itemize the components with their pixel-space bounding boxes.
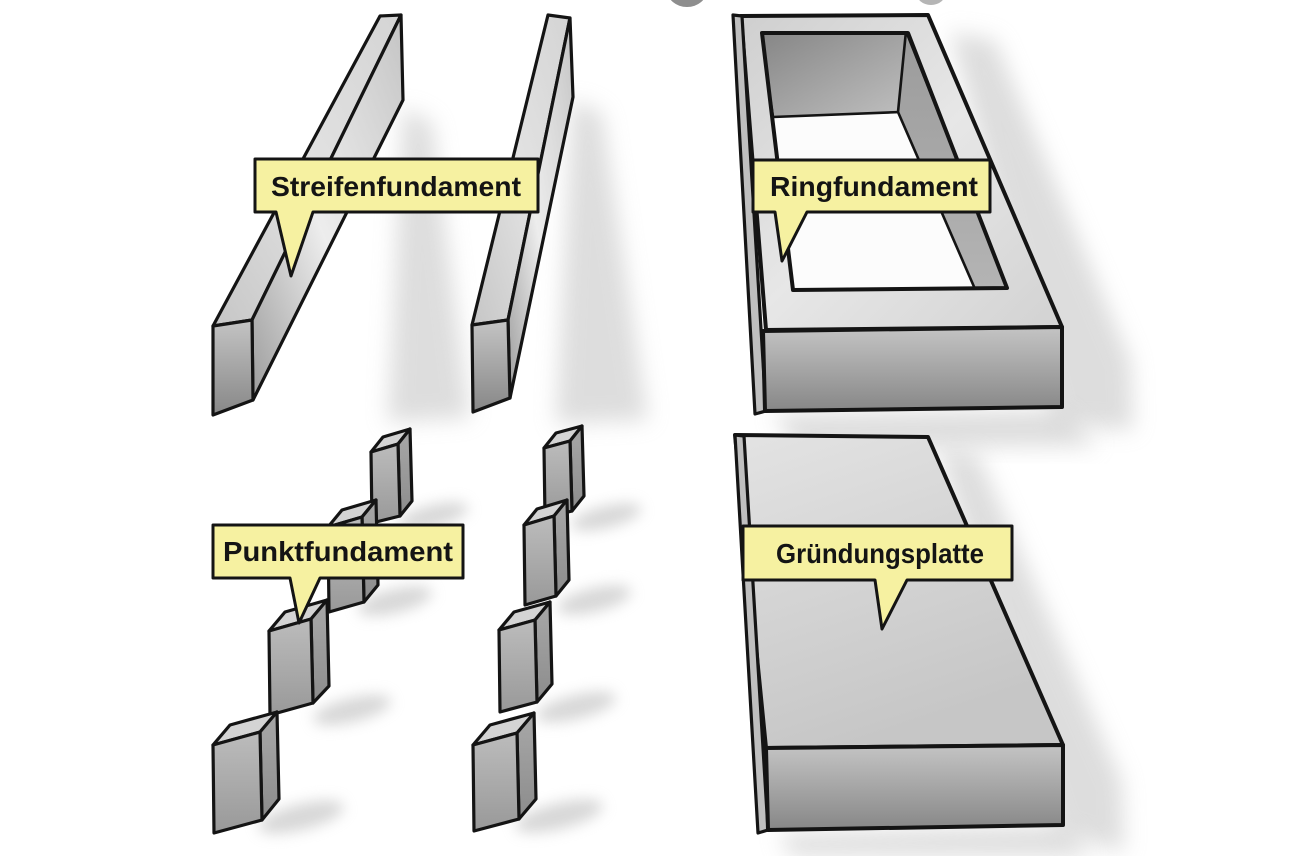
punktfundament-text: Punktfundament	[223, 536, 453, 567]
pillar-shadow	[397, 502, 469, 530]
pillar	[267, 598, 331, 717]
gruendungsplatte-label: Gründungsplatte	[741, 524, 1014, 631]
strip-right-end-face	[470, 318, 512, 414]
slab-shadow-bottom	[778, 826, 1092, 856]
ringfundament-bubble	[751, 158, 992, 263]
punktfundament-label: Punktfundament	[211, 523, 465, 625]
pillar	[471, 711, 538, 833]
pillar-shadows	[258, 502, 642, 834]
punktfundament-bubble	[211, 523, 465, 625]
streifenfundament-text: Streifenfundament	[271, 171, 521, 202]
streifenfundament-label: Streifenfundament	[253, 157, 540, 278]
strip-left-end-face	[211, 318, 255, 417]
ring-shadow-right	[950, 32, 1133, 430]
ring-inner-far-wall	[758, 29, 912, 119]
slab-front-face	[764, 743, 1065, 832]
pillar-shadow	[313, 694, 391, 726]
strip-right-shadow	[556, 100, 648, 424]
pillar	[497, 600, 554, 714]
pillar	[211, 710, 281, 835]
pillar-shadow	[515, 799, 603, 833]
ringfundament-label: Ringfundament	[751, 158, 992, 263]
cropped-ui-remnants	[670, 0, 943, 7]
strip-left-shadow	[388, 108, 470, 422]
pillar	[522, 498, 571, 607]
pillar-shadow	[358, 586, 432, 616]
gruendungsplatte-text: Gründungsplatte	[776, 538, 984, 569]
pillar-shadow	[570, 503, 642, 531]
pillar-shadow	[557, 585, 631, 615]
partial-circle-right-icon	[919, 0, 943, 5]
point-foundation-figure	[211, 424, 642, 835]
ring-front-face	[761, 325, 1064, 413]
pillar	[542, 424, 586, 520]
strip-foundation-figure	[211, 13, 648, 424]
strip-right	[470, 13, 575, 414]
slab-foundation-figure	[733, 433, 1124, 856]
ringfundament-text: Ringfundament	[770, 171, 978, 202]
streifenfundament-bubble	[253, 157, 540, 278]
partial-circle-left-icon	[670, 0, 704, 7]
pillar-shadow	[536, 691, 616, 723]
gruendungsplatte-bubble	[741, 524, 1014, 631]
labels: Streifenfundament Ringfundament Punktfun…	[211, 157, 1014, 631]
pillar	[369, 427, 414, 525]
pillar-shadow	[258, 800, 344, 834]
